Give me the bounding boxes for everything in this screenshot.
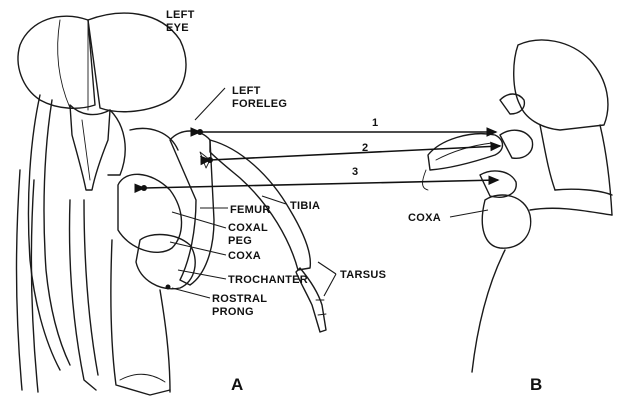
label-tarsus: TARSUS [340, 269, 386, 281]
arrow-2 [210, 146, 500, 160]
label-left-foreleg-line2: FORELEG [232, 98, 287, 110]
trochanter-shape [136, 235, 195, 289]
label-panel-a: A [231, 375, 243, 394]
label-coxal-peg-line1: COXAL [228, 222, 268, 234]
label-arrow-3: 3 [352, 166, 358, 178]
label-tibia: TIBIA [290, 200, 320, 212]
panel-b-specimen [423, 40, 613, 372]
coxa-b-shape [482, 195, 530, 248]
label-arrow-1: 1 [372, 117, 378, 129]
label-left-eye-line1: LEFT [166, 9, 195, 21]
head-lateral-shape [514, 40, 608, 130]
leader-lines [170, 88, 488, 298]
label-arrow-2: 2 [362, 142, 368, 154]
label-coxa-a: COXA [228, 250, 261, 262]
arrow-3 [144, 180, 498, 188]
right-eye-shape [18, 16, 95, 108]
label-trochanter: TROCHANTER [228, 274, 308, 286]
label-coxal-peg-line2: PEG [228, 235, 252, 247]
label-left-eye-line2: EYE [166, 22, 189, 34]
label-femur: FEMUR [230, 204, 271, 216]
coxa-shape [118, 174, 182, 252]
panel-a-specimen [17, 13, 327, 395]
label-rostral-prong-line1: ROSTRAL [212, 293, 267, 305]
label-left-foreleg-line1: LEFT [232, 85, 261, 97]
correspondence-arrows [141, 129, 500, 191]
label-panel-b: B [530, 375, 542, 394]
label-coxa-b: COXA [408, 212, 441, 224]
labels: LEFT EYE LEFT FORELEG 1 2 3 FEMUR TIBIA … [166, 9, 542, 394]
label-rostral-prong-line2: PRONG [212, 306, 254, 318]
